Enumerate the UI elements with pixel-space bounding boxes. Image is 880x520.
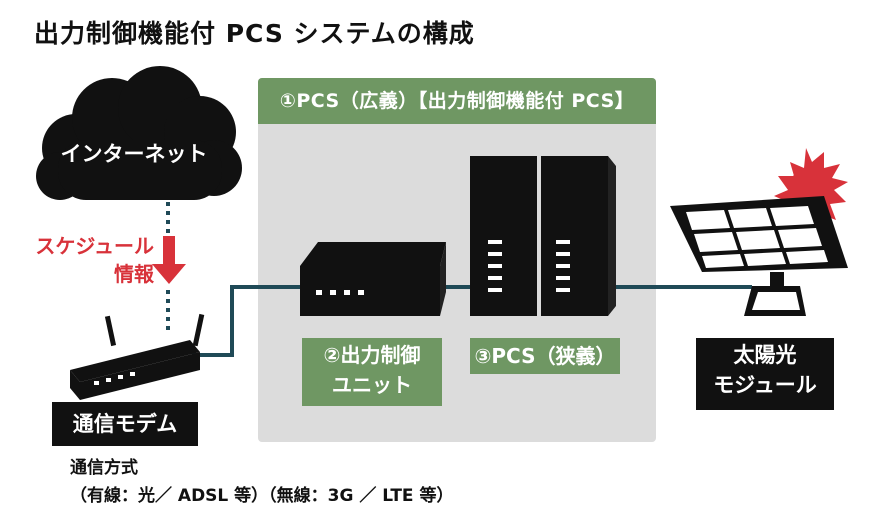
schedule-arrow <box>152 202 186 334</box>
solar-panel-icon <box>670 196 848 316</box>
cloud-icon <box>36 66 242 200</box>
diagram-title: 出力制御機能付 PCS システムの構成 <box>34 19 475 48</box>
schedule-info-label: スケジュール 情報 <box>12 232 154 288</box>
control-unit-icon <box>300 242 446 316</box>
pcs-narrow-label: ③PCS（狭義） <box>470 338 620 374</box>
modem-icon <box>70 313 205 400</box>
pcs-cabinet-icon <box>470 156 616 316</box>
comm-method-title: 通信方式 <box>70 458 138 478</box>
comm-method: 通信方式 （有線：光／ ADSL 等）（無線：3G ／ LTE 等） <box>70 454 453 510</box>
pcs-wide-header: ①PCS（広義）【出力制御機能付 PCS】 <box>258 78 656 124</box>
solar-line-1: 太陽光 <box>733 343 797 367</box>
schedule-line-2: 情報 <box>114 262 154 286</box>
modem-to-unit-line <box>192 285 300 357</box>
solar-module-label: 太陽光 モジュール <box>696 338 834 410</box>
solar-line-2: モジュール <box>713 373 817 397</box>
schedule-line-1: スケジュール <box>35 234 154 258</box>
modem-label: 通信モデム <box>52 402 198 446</box>
internet-label: インターネット <box>60 142 208 166</box>
control-unit-line-1: ②出力制御 <box>323 343 421 367</box>
control-unit-line-2: ユニット <box>332 373 412 397</box>
comm-method-detail: （有線：光／ ADSL 等）（無線：3G ／ LTE 等） <box>70 486 454 506</box>
control-unit-label: ②出力制御 ユニット <box>302 338 442 406</box>
